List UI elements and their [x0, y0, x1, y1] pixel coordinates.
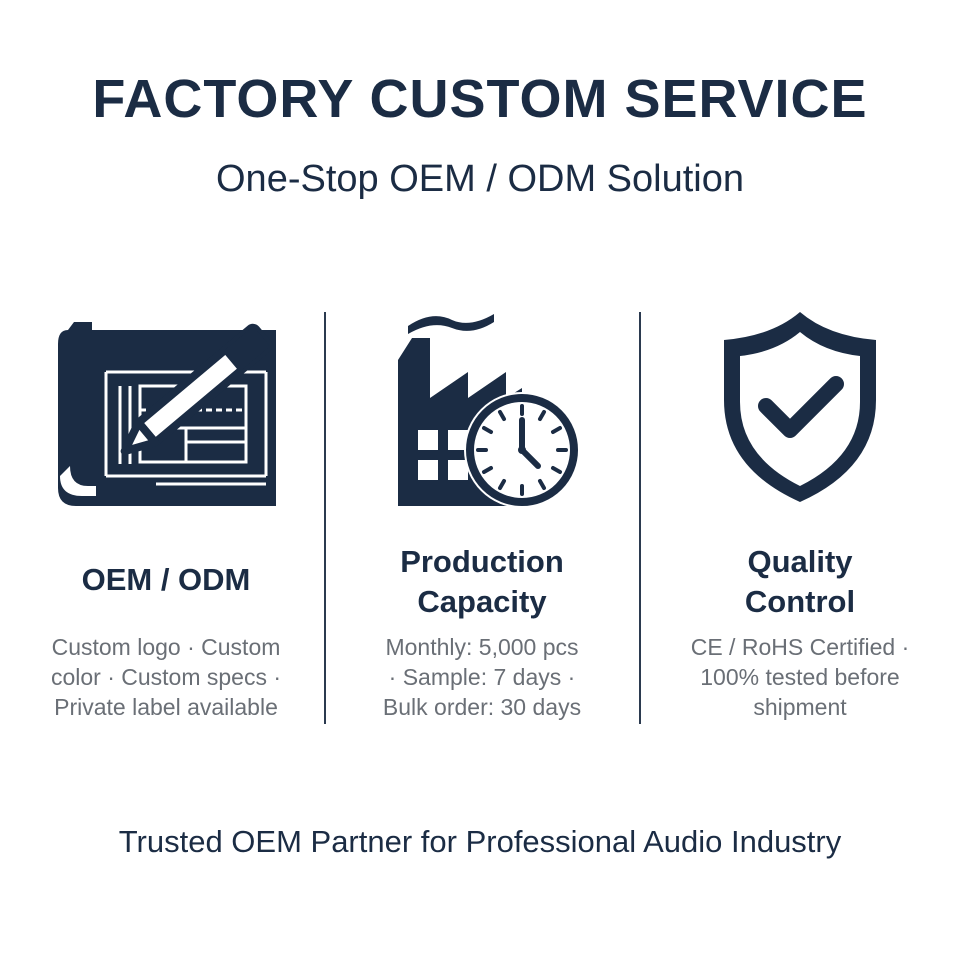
feature-desc-line: 100% tested before	[700, 664, 900, 690]
feature-title: Quality Control	[650, 542, 950, 622]
feature-title-line: Quality	[747, 544, 853, 579]
feature-title-line: Control	[744, 584, 856, 619]
feature-description: Monthly: 5,000 pcs · Sample: 7 days · Bu…	[332, 632, 632, 722]
footer-tagline: Trusted OEM Partner for Professional Aud…	[118, 824, 842, 859]
blueprint-pencil-icon	[58, 322, 276, 506]
page-title: FACTORY CUSTOM SERVICE	[92, 69, 868, 129]
feature-desc-line: Private label available	[54, 694, 278, 720]
feature-title: Production Capacity	[332, 542, 632, 622]
feature-desc-line: shipment	[753, 694, 847, 720]
feature-description: Custom logo · Custom color · Custom spec…	[16, 632, 316, 722]
feature-desc-line: Monthly: 5,000 pcs	[385, 634, 579, 660]
feature-desc-line: Bulk order: 30 days	[382, 694, 582, 720]
feature-production-capacity: Production Capacity Monthly: 5,000 pcs ·…	[332, 300, 632, 740]
feature-oem-odm: OEM / ODM Custom logo · Custom color · C…	[16, 300, 316, 740]
feature-icon-wrap	[16, 300, 316, 520]
feature-desc-line: CE / RoHS Certified ·	[690, 634, 910, 660]
feature-title-line: Production	[400, 544, 564, 579]
column-divider	[324, 312, 326, 724]
feature-desc-line: color · Custom specs ·	[50, 664, 282, 690]
feature-title-line: Capacity	[417, 584, 547, 619]
factory-clock-icon	[398, 314, 580, 508]
feature-desc-line: · Sample: 7 days ·	[388, 664, 576, 690]
feature-title-line: OEM / ODM	[81, 562, 251, 597]
feature-desc-line: Custom logo · Custom	[51, 634, 281, 660]
feature-quality-control: Quality Control CE / RoHS Certified · 10…	[650, 300, 950, 740]
feature-description: CE / RoHS Certified · 100% tested before…	[650, 632, 950, 722]
feature-title: OEM / ODM	[16, 560, 316, 600]
page-subtitle: One-Stop OEM / ODM Solution	[216, 158, 744, 200]
column-divider	[639, 312, 641, 724]
feature-icon-wrap	[332, 300, 632, 520]
feature-icon-wrap	[650, 300, 950, 520]
shield-check-icon	[724, 312, 876, 502]
